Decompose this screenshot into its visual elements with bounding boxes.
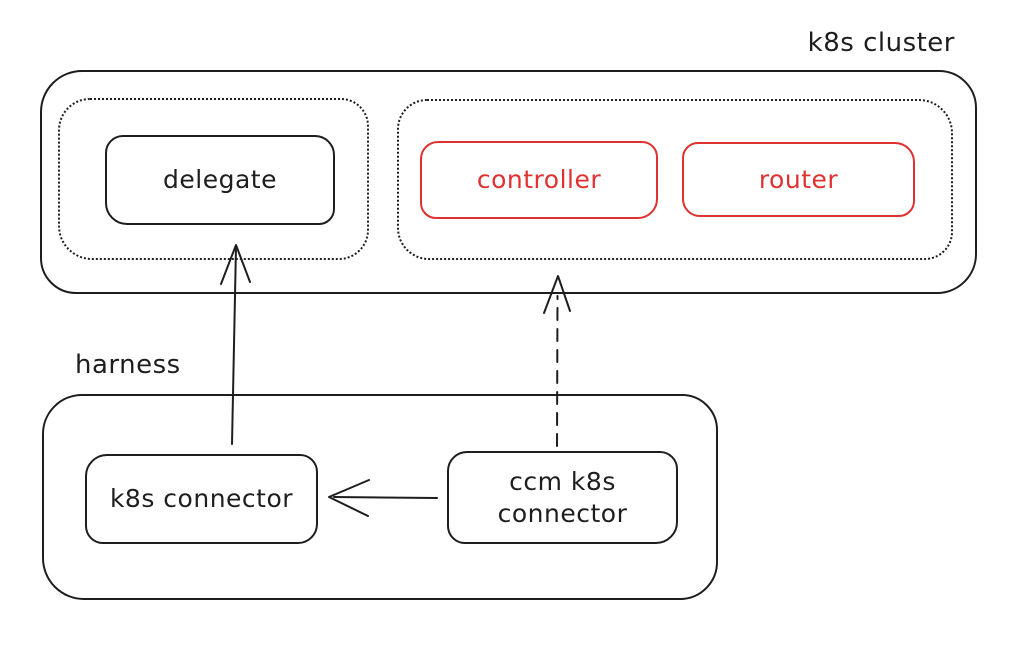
k8s-cluster-container xyxy=(40,70,977,294)
router-node: router xyxy=(682,142,915,217)
ccm-k8s-connector-label: ccm k8s connector xyxy=(498,466,628,530)
k8s-connector-node: k8s connector xyxy=(85,454,318,544)
controller-label: controller xyxy=(476,165,602,194)
k8s-cluster-label: k8s cluster xyxy=(807,28,955,58)
ccm-k8s-connector-label-line1: ccm k8s xyxy=(509,466,616,496)
harness-container xyxy=(42,394,718,600)
ccm-k8s-connector-label-line2: connector xyxy=(497,498,628,528)
harness-label: harness xyxy=(75,350,181,380)
k8s-connector-label: k8s connector xyxy=(109,484,294,513)
controller-node: controller xyxy=(420,141,658,219)
delegate-node: delegate xyxy=(105,135,335,225)
delegate-pod-boundary xyxy=(58,98,369,260)
router-label: router xyxy=(758,164,839,194)
ccm-k8s-connector-node: ccm k8s connector xyxy=(447,451,678,544)
workload-pod-boundary xyxy=(397,99,953,260)
delegate-label: delegate xyxy=(163,165,277,194)
